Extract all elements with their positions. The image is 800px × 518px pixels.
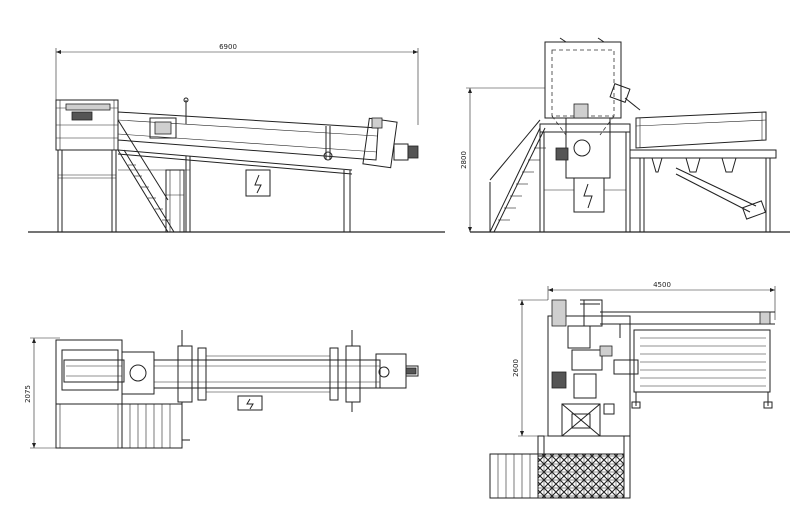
- front-height-dimension: 2800: [460, 87, 545, 232]
- hopper-legs: [57, 150, 117, 232]
- side-length-label: 6900: [219, 43, 237, 51]
- central-machine-frame: [539, 103, 631, 232]
- feeder-hopper: [55, 99, 119, 151]
- right-plan-width-dimension: 4500: [547, 281, 776, 320]
- plan-width-dimension: 2075: [24, 337, 60, 449]
- plan-screw-conveyor: [153, 330, 419, 412]
- top-hopper: [544, 37, 641, 136]
- right-plan-rail: [600, 311, 775, 338]
- plan-electrical-box: [237, 395, 263, 411]
- front-height-label: 2800: [460, 151, 468, 169]
- right-plan-view: 4500 2600: [489, 281, 776, 499]
- plan-staircase: [121, 403, 190, 449]
- right-plan-height-label: 2600: [512, 359, 520, 377]
- right-plan-width-label: 4500: [653, 281, 671, 289]
- sorting-table: [629, 111, 777, 232]
- right-plan-machine: [547, 299, 631, 437]
- plan-width-label: 2075: [24, 385, 32, 403]
- right-plan-height-dimension: 2600: [512, 299, 548, 437]
- right-plan-sorter: [613, 329, 773, 409]
- side-length-dimension: 6900: [55, 43, 419, 125]
- plan-feeder: [55, 339, 125, 449]
- right-plan-stair-platform: [489, 435, 631, 499]
- conveyor-support-frame: [117, 149, 353, 232]
- side-elevation-view: 6900: [28, 43, 445, 233]
- front-staircase: [489, 119, 546, 233]
- side-electrical-box: [245, 169, 271, 197]
- plan-view: 2075: [24, 330, 419, 449]
- plan-head-box: [121, 351, 155, 395]
- inclined-screw-conveyor: [117, 97, 419, 169]
- side-staircase: [117, 119, 185, 233]
- front-elevation-view: 2800: [460, 37, 790, 233]
